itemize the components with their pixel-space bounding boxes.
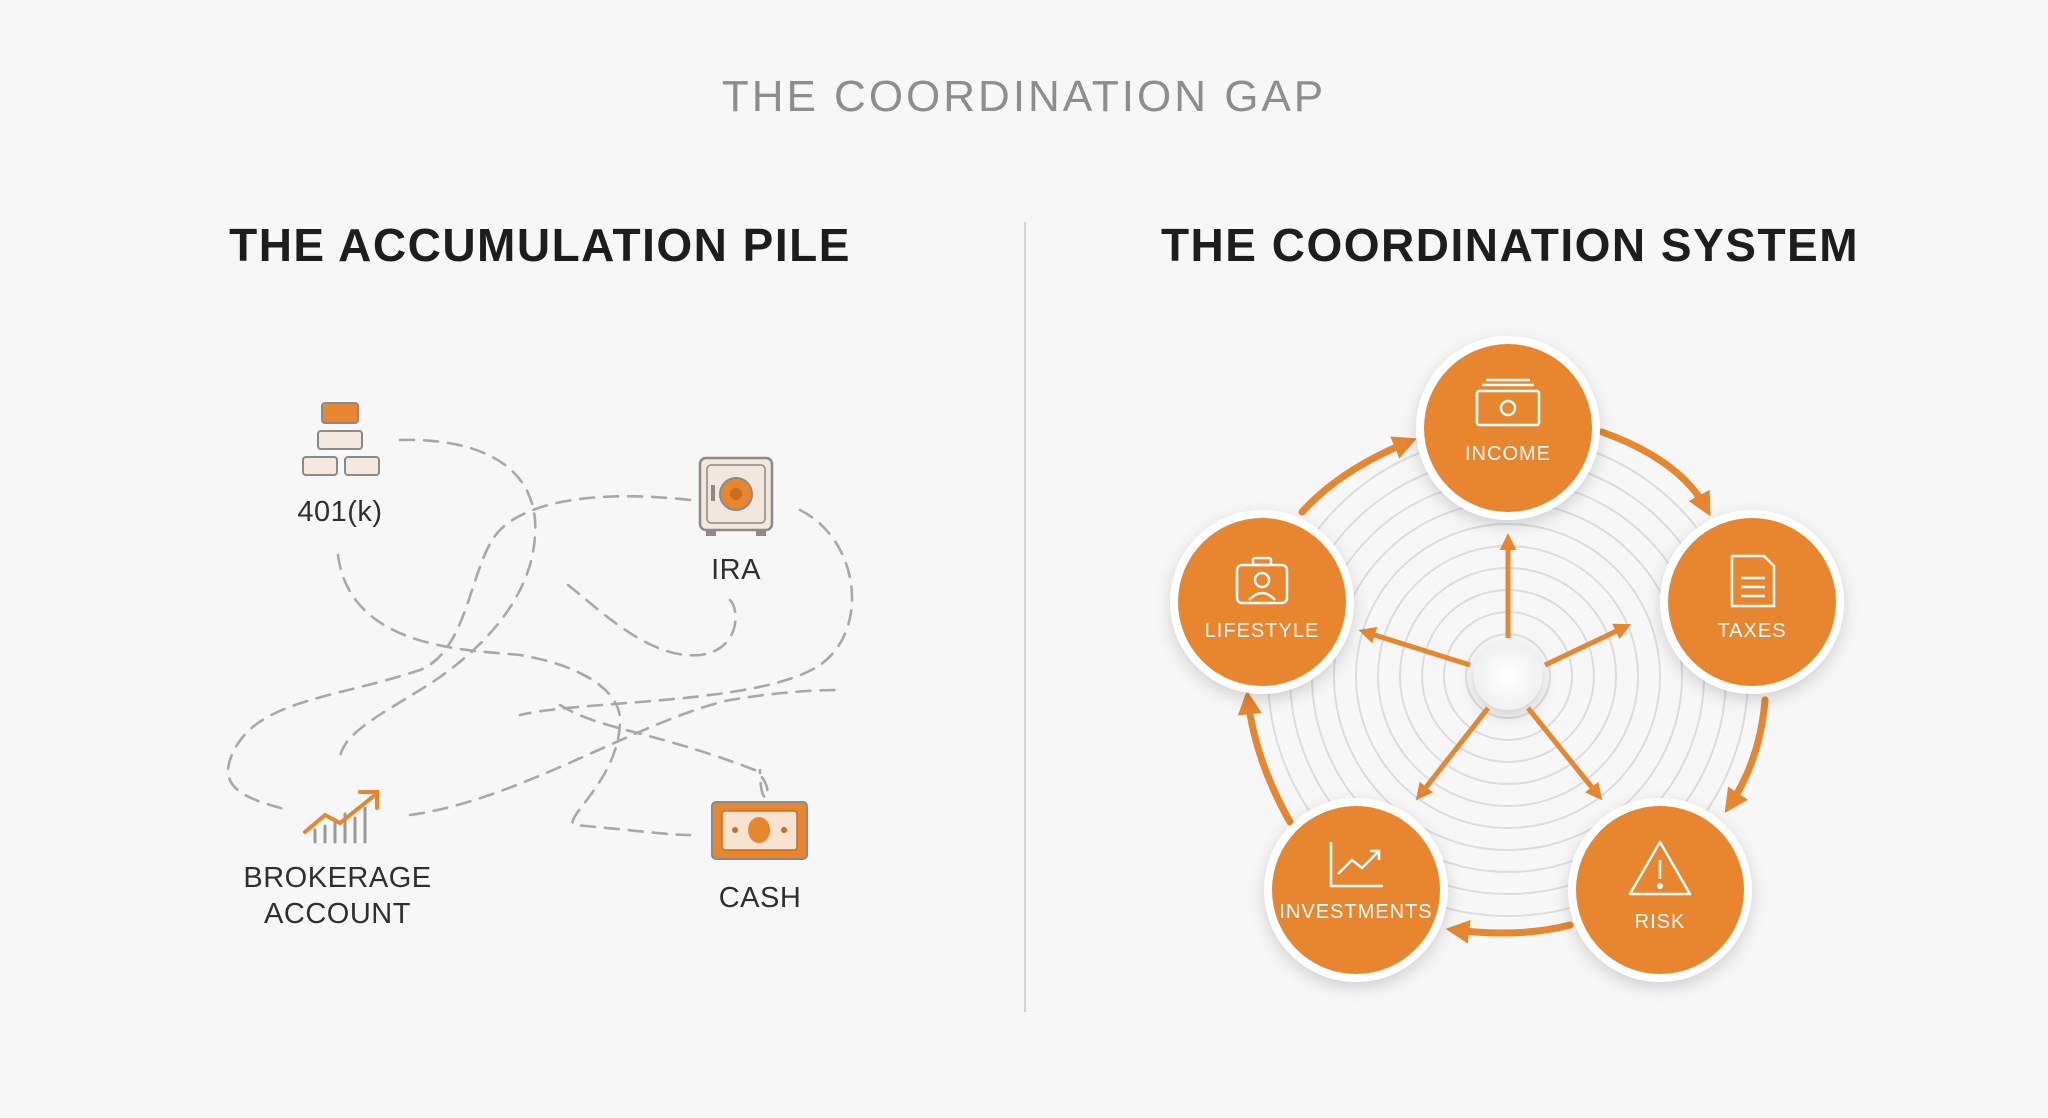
label-ira: IRA [711, 554, 761, 586]
warning-icon [1628, 840, 1692, 896]
safe-icon [698, 456, 774, 536]
label-brokerage-account: BROKERAGE ACCOUNT [243, 862, 432, 930]
node-investments [1264, 798, 1448, 982]
label-risk: RISK [1634, 911, 1686, 933]
label-cash: CASH [718, 882, 802, 914]
node-risk [1568, 798, 1752, 982]
page-title: THE COORDINATION GAP [721, 72, 1327, 121]
label-investments: INVESTMENTS [1279, 901, 1433, 923]
tangled-connections [226, 438, 854, 837]
cash-bill-icon [711, 801, 808, 860]
cycle-arrows [1237, 428, 1769, 944]
label-taxes: TAXES [1717, 620, 1787, 642]
stacked-blocks-icon [302, 402, 380, 476]
node-taxes [1660, 510, 1844, 694]
chart-growth-icon [303, 790, 379, 844]
node-income [1416, 336, 1600, 520]
portrait-icon [1235, 556, 1289, 605]
accumulation-pile-heading: THE ACCUMULATION PILE [229, 219, 851, 271]
label-401k: 401(k) [297, 496, 383, 528]
coordination-system-heading: THE COORDINATION SYSTEM [1160, 219, 1860, 271]
money-stack-icon [1475, 378, 1541, 427]
label-income: INCOME [1465, 443, 1551, 465]
center-hub [1474, 642, 1542, 710]
label-lifestyle: LIFESTYLE [1204, 620, 1320, 642]
panel-divider [1024, 222, 1026, 1012]
document-icon [1730, 554, 1776, 608]
line-chart-icon [1329, 842, 1383, 888]
radial-arrows [1358, 533, 1632, 801]
